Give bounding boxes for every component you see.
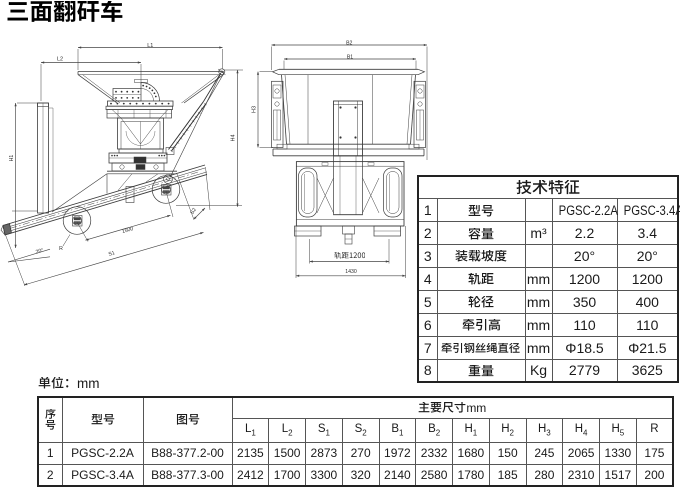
svg-text:1430: 1430 <box>345 269 357 275</box>
svg-text:H1: H1 <box>9 155 15 162</box>
svg-text:H4: H4 <box>231 134 237 141</box>
svg-text:20°: 20° <box>35 248 44 256</box>
svg-text:B2: B2 <box>346 40 352 46</box>
svg-text:L1: L1 <box>147 43 153 49</box>
svg-text:B1: B1 <box>347 54 353 60</box>
svg-text:H3: H3 <box>252 106 258 113</box>
svg-text:R: R <box>59 246 63 252</box>
svg-text:L2: L2 <box>57 57 63 63</box>
svg-text:1500: 1500 <box>121 226 134 235</box>
svg-text:S2: S2 <box>189 207 198 216</box>
svg-text:S1: S1 <box>108 250 116 258</box>
